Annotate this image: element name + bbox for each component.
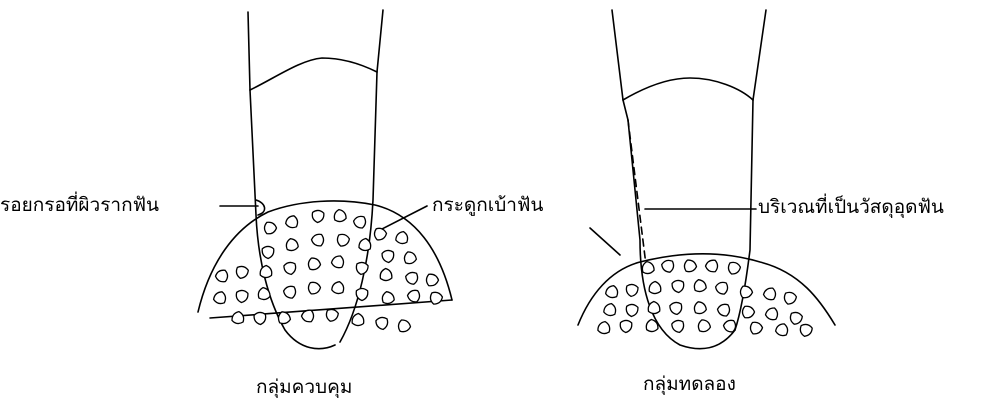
bone-pore	[672, 280, 684, 292]
bone-pore	[743, 306, 755, 318]
bone-pore	[214, 292, 226, 304]
bone-pore	[740, 286, 752, 298]
control-cej-line	[250, 58, 377, 90]
bone-pore	[356, 289, 368, 301]
bone-pore	[262, 246, 274, 258]
bone-pore	[326, 309, 338, 321]
control-bone-pores	[214, 210, 443, 332]
control-root-groove	[256, 200, 265, 215]
bone-pore	[598, 322, 610, 334]
bone-pore	[286, 216, 298, 228]
caption-experimental-group: กลุ่มทดลอง	[643, 375, 736, 394]
bone-pore	[278, 312, 290, 324]
bone-pore	[604, 304, 616, 316]
bone-pore	[382, 292, 394, 304]
bone-pore	[382, 250, 394, 262]
control-crown-left-edge	[248, 12, 250, 90]
bone-pore	[776, 324, 788, 336]
bone-pore	[724, 320, 736, 332]
bone-pore	[337, 234, 349, 246]
bone-pore	[376, 317, 388, 329]
bone-pore	[334, 210, 346, 222]
bone-pore	[626, 304, 638, 316]
bone-pore	[286, 239, 298, 251]
bone-pore	[800, 324, 812, 336]
bone-pore	[626, 284, 638, 296]
bone-pore	[750, 322, 762, 334]
bone-pore	[312, 210, 324, 222]
experimental-bone-pores	[598, 260, 812, 336]
label-root-scratch: รอยกรอที่ผิวรากฟัน	[0, 196, 159, 215]
bone-pore	[260, 266, 272, 278]
bone-pore	[642, 262, 654, 274]
bone-pore	[716, 282, 728, 294]
bone-pore	[396, 232, 408, 244]
experimental-crown-right-edge	[753, 10, 766, 100]
bone-pore	[672, 320, 684, 332]
bone-pore	[374, 228, 386, 240]
bone-pore	[766, 308, 778, 320]
bone-pore	[302, 310, 314, 322]
bone-pore	[426, 274, 438, 286]
bone-pore	[408, 290, 420, 302]
bone-pore	[430, 292, 442, 304]
bone-pore	[254, 312, 266, 324]
label-filling-area: บริเวณที่เป็นวัสดุอุดฟัน	[758, 198, 944, 217]
bone-pore	[684, 260, 696, 272]
bone-pore	[308, 282, 320, 294]
bone-pore	[694, 280, 706, 292]
bone-pore	[698, 320, 710, 332]
bone-pore	[648, 302, 660, 314]
bone-pore	[406, 272, 418, 284]
bone-pore	[308, 258, 320, 270]
bone-pore	[312, 234, 324, 246]
bone-pore	[670, 302, 682, 314]
bone-pore	[284, 286, 296, 298]
bone-pore	[694, 302, 706, 314]
bone-pore	[649, 282, 661, 294]
bone-pore	[236, 290, 248, 302]
leader-alveolar-bone-experimental	[590, 228, 620, 255]
bone-pore	[404, 252, 416, 264]
bone-pore	[718, 304, 730, 316]
label-alveolar-bone: กระดูกเบ้าฟัน	[432, 196, 543, 215]
bone-pore	[620, 320, 632, 332]
bone-pore	[332, 282, 344, 294]
bone-pore	[728, 262, 740, 274]
bone-pore	[356, 262, 368, 274]
bone-pore	[662, 260, 674, 272]
bone-pore	[784, 292, 796, 304]
control-crown-right-edge	[377, 10, 383, 72]
bone-pore	[332, 256, 344, 268]
control-root-right-edge	[340, 72, 377, 342]
experimental-cej-line	[623, 78, 753, 100]
bone-pore	[265, 222, 277, 234]
bone-pore	[359, 239, 371, 251]
caption-control-group: กลุ่มควบคุม	[256, 378, 352, 397]
bone-pore	[606, 286, 618, 298]
bone-pore	[790, 312, 802, 324]
bone-pore	[706, 260, 718, 272]
bone-pore	[232, 312, 244, 324]
bone-pore	[236, 266, 248, 278]
experimental-crown-left-edge	[612, 10, 623, 100]
bone-pore	[354, 216, 366, 228]
bone-pore	[764, 288, 776, 300]
bone-pore	[284, 262, 296, 274]
bone-pore	[216, 270, 228, 282]
bone-pore	[352, 314, 364, 326]
bone-pore	[380, 269, 392, 281]
bone-pore	[398, 320, 410, 332]
